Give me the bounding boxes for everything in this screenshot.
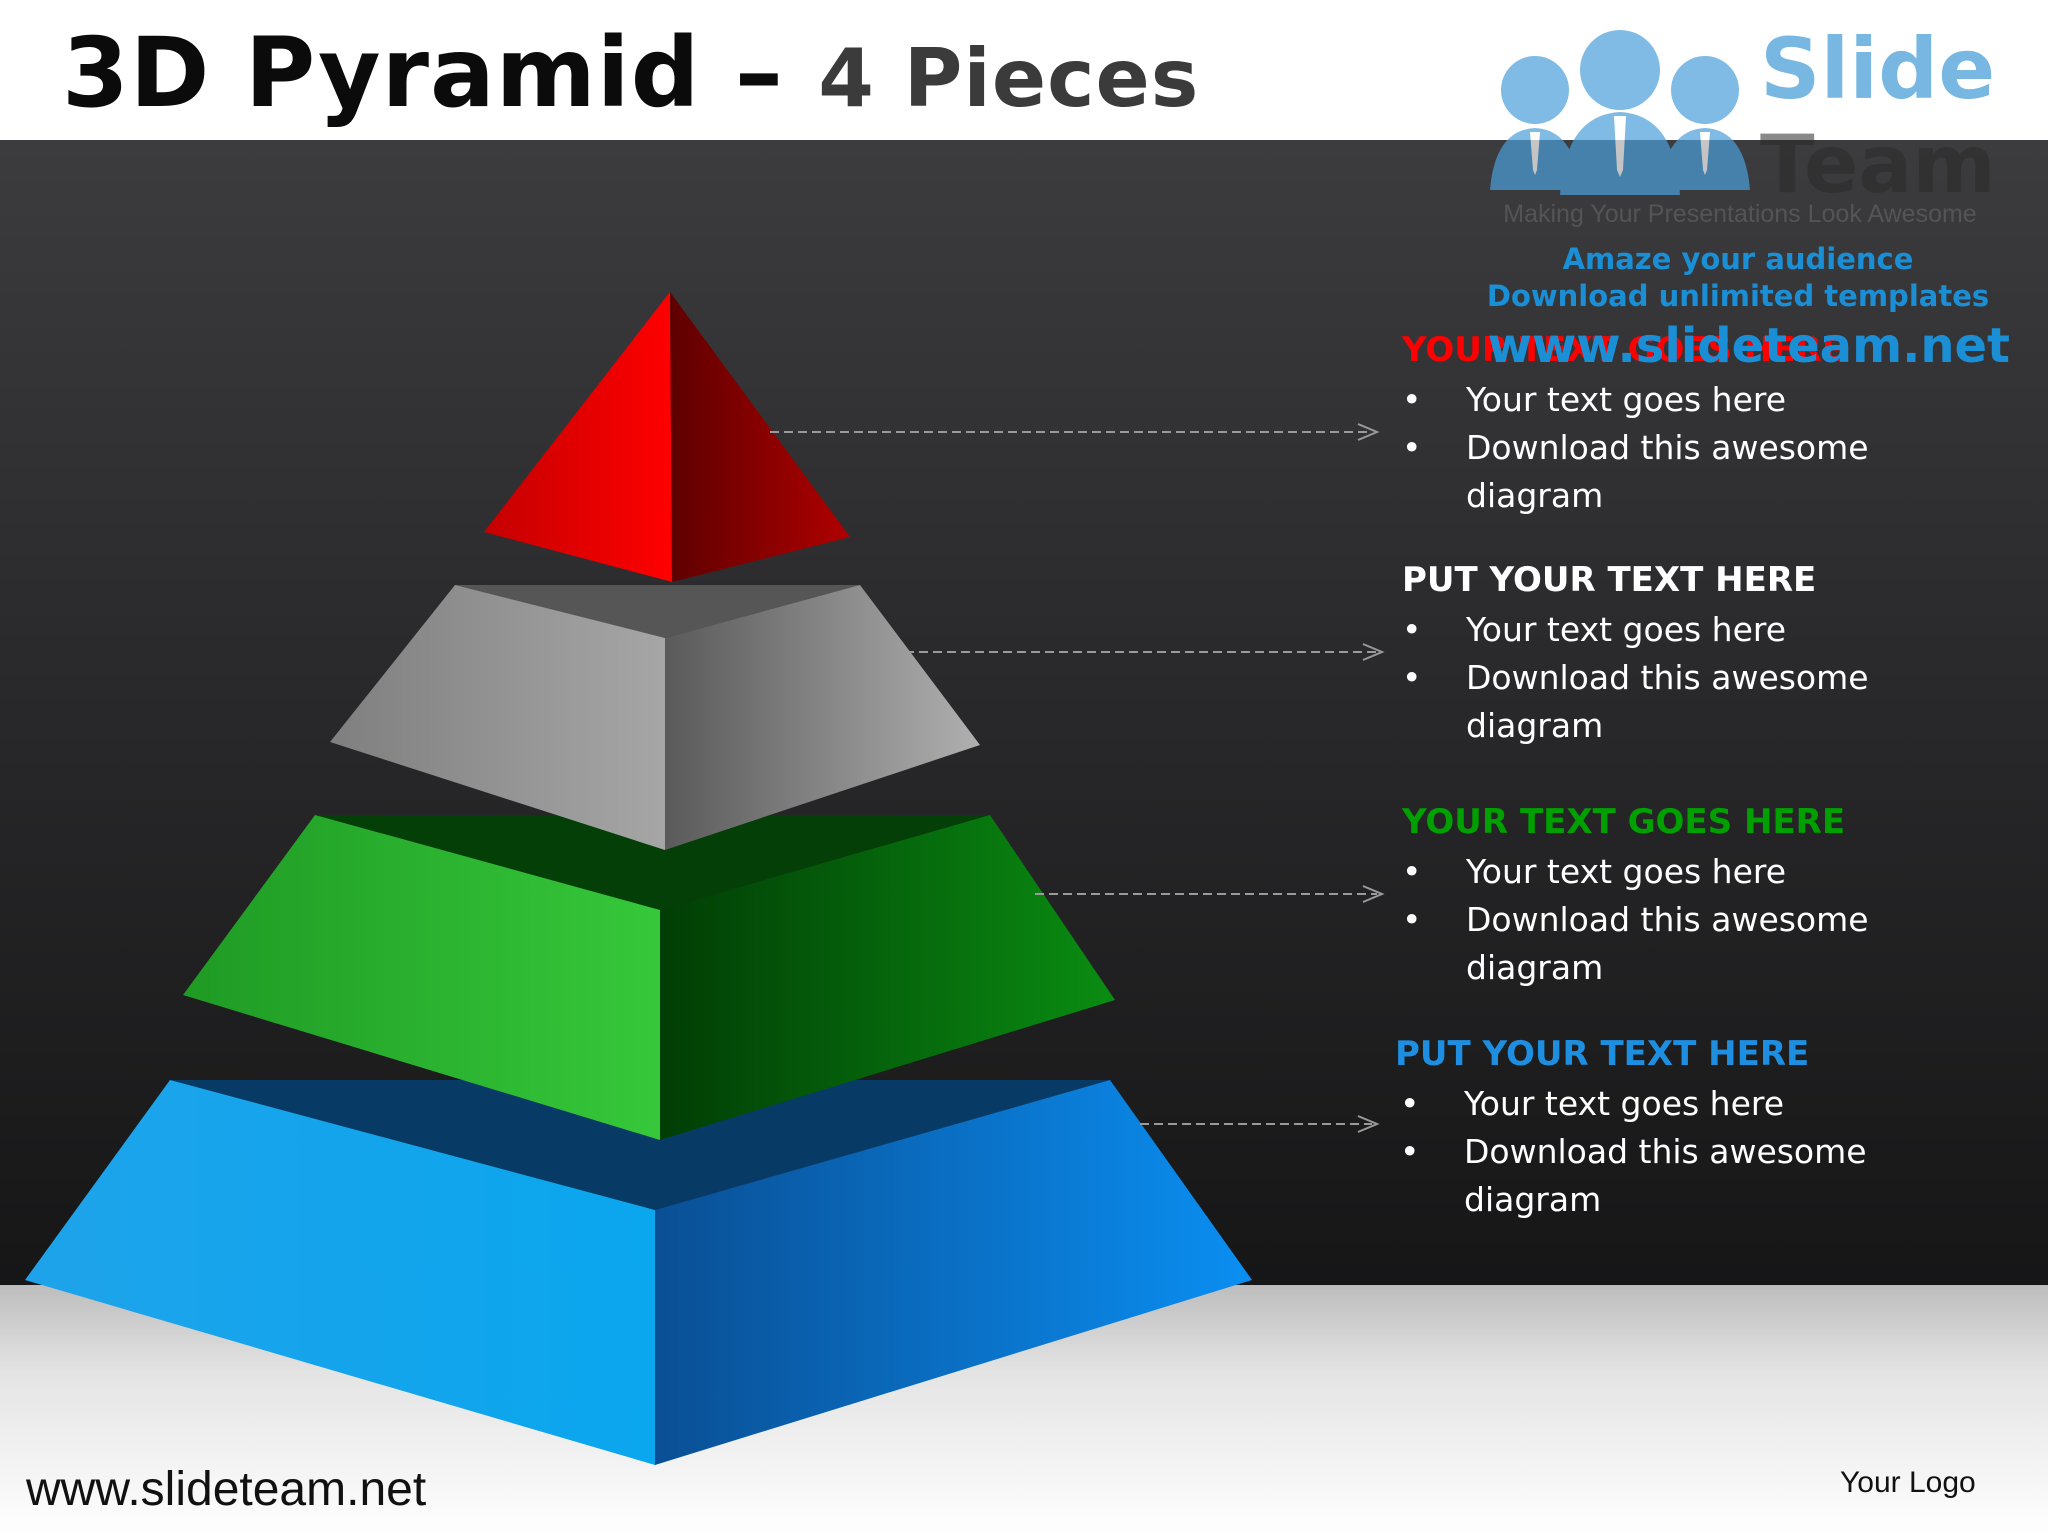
watermark-brand-bottom: Team [1760,118,1996,211]
block-2-bullet-2: Download this awesome [1402,654,1869,702]
block-2-heading: PUT YOUR TEXT HERE [1402,560,1817,600]
block-3-bullets: Your text goes here Download this awesom… [1402,848,1869,992]
block-2-bullet-3: diagram [1466,706,1604,745]
watermark-line-2: Download unlimited templates [1486,279,1990,313]
block-4-bullet-1: Your text goes here [1400,1080,1867,1128]
block-4-bullet-2: Download this awesome [1400,1128,1867,1176]
block-1-heading: YOUR TEXT GOES HERE [1402,330,1846,370]
title-dash: – [700,17,819,129]
title-main: 3D Pyramid [62,17,701,129]
pyramid-level-base [25,1080,1252,1465]
block-4-heading: PUT YOUR TEXT HERE [1395,1034,1810,1074]
connector-arrow-1 [770,423,1380,441]
slide-title: 3D Pyramid – 4 Pieces [62,18,1199,134]
footer-website-link[interactable]: www.slideteam.net [26,1463,427,1516]
block-2-bullets: Your text goes here Download this awesom… [1402,606,1869,750]
block-3-heading: YOUR TEXT GOES HERE [1402,802,1846,842]
logo-placeholder: Your Logo [1840,1466,1976,1499]
block-3-bullet-3: diagram [1466,948,1604,987]
block-1-bullet-2: Download this awesome [1402,424,1869,472]
block-2-bullet-1: Your text goes here [1402,606,1869,654]
block-1-bullet-1: Your text goes here [1402,376,1869,424]
watermark-brand-top: Slide [1760,20,1996,118]
block-4-bullets: Your text goes here Download this awesom… [1400,1080,1867,1224]
connector-arrow-2 [905,643,1385,661]
pyramid-level-top [484,292,850,582]
block-3-bullet-2: Download this awesome [1402,896,1869,944]
watermark-tagline: Making Your Presentations Look Awesome [1503,200,1977,228]
block-4-bullet-3: diagram [1464,1180,1602,1219]
block-1-bullets: Your text goes here Download this awesom… [1402,376,1869,520]
pyramid-level-second [330,585,980,850]
watermark-url: www.slideteam.net [1487,318,2010,374]
block-1-bullet-3: diagram [1466,476,1604,515]
pyramid-level-third [183,815,1115,1140]
connector-arrow-4 [1140,1115,1380,1133]
connector-arrows [770,423,1385,1133]
connector-arrow-3 [1035,885,1385,903]
people-icon [1490,30,1750,195]
title-sub: 4 Pieces [818,32,1200,125]
block-3-bullet-1: Your text goes here [1402,848,1869,896]
watermark-line-1: Amaze your audience [1562,242,1914,276]
